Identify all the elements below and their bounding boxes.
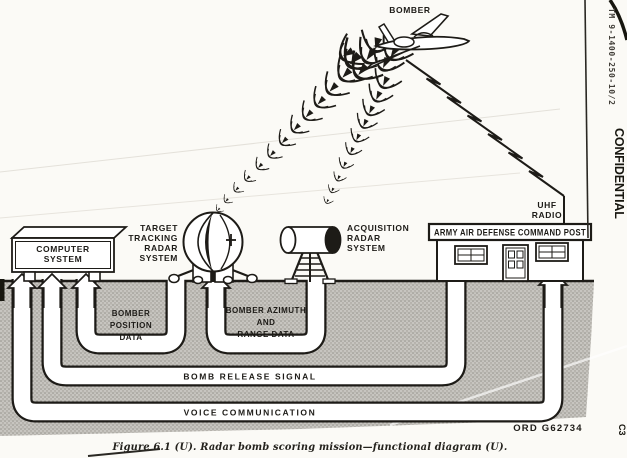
bomber-position-label: BOMBER (112, 309, 151, 318)
bomber-azimuth-label: BOMBER AZIMUTH (226, 306, 306, 315)
target-tracking-radar: TARGET TRACKING RADAR SYSTEM (128, 211, 258, 285)
command-post-sign (427, 222, 593, 242)
edge-scratch-artifact (87, 448, 161, 457)
arrow-voice-to-computer (5, 272, 39, 308)
bomber-aircraft: BOMBER (364, 5, 471, 71)
bomber-position-channel (75, 272, 187, 355)
bomb-release-label: BOMB RELEASE SIGNAL (183, 372, 316, 382)
ord-number: ORD G62734 (513, 423, 583, 434)
acquisition-radar-label: ACQUISITION (347, 223, 409, 233)
acquisition-radar-label: SYSTEM (347, 243, 386, 253)
tracking-radar-label: TARGET (140, 223, 178, 233)
page-corner-mark (608, 0, 627, 41)
radar-wave-beams (213, 28, 415, 215)
signal-channels (11, 270, 564, 423)
computer-foot (88, 271, 101, 282)
arrow-release-to-computer (35, 272, 69, 308)
signal-labels: BOMBER POSITION DATA BOMBER AZIMUTH AND … (110, 306, 317, 418)
bomb-release-channel (41, 272, 467, 387)
command-post: ARMY AIR DEFENSE COMMAND POST UHF RADIO (427, 196, 593, 282)
change-mark: C3 (617, 424, 627, 436)
door-icon (502, 244, 529, 282)
computer-foot (23, 271, 36, 282)
tracking-radar-label: RADAR (144, 243, 178, 253)
bomber-azimuth-label: RANGE DATA (237, 330, 294, 339)
window-icon (454, 245, 488, 265)
voice-communication-label: VOICE COMMUNICATION (184, 408, 317, 418)
voice-communication-channel (11, 270, 564, 423)
computer-system: COMPUTER SYSTEM (9, 226, 129, 282)
doc-number: TM 9-1400-250-10/2 (607, 8, 616, 106)
uhf-radio-label: RADIO (532, 210, 562, 220)
uhf-radio-label: UHF (537, 200, 556, 210)
arrow-position-to-computer (69, 272, 103, 308)
tracking-radar-label: TRACKING (128, 233, 178, 243)
computer-label: SYSTEM (44, 254, 83, 264)
command-post-sign-label: ARMY AIR DEFENSE COMMAND POST (434, 228, 586, 238)
acquisition-radar: ACQUISITION RADAR SYSTEM (279, 223, 409, 285)
classification-marking: CONFIDENTIAL (612, 128, 626, 219)
bomber-azimuth-channel (205, 272, 327, 355)
tracking-radar-label: SYSTEM (139, 253, 178, 263)
edge-blot-artifact (0, 279, 5, 301)
bomber-position-label: DATA (119, 333, 142, 342)
window-icon (535, 242, 569, 262)
bomber-label: BOMBER (389, 5, 430, 15)
figure-caption: Figure 6.1 (U). Radar bomb scoring missi… (112, 442, 508, 453)
uhf-zigzag-link (405, 59, 565, 197)
bomber-position-label: POSITION (110, 321, 152, 330)
scan-artifact-lines (0, 108, 561, 219)
beam-to-tracking-radar (213, 54, 366, 215)
radar-dome (182, 211, 244, 273)
bomber-azimuth-label: AND (257, 318, 276, 327)
computer-label: COMPUTER (36, 244, 89, 254)
acquisition-radar-label: RADAR (347, 233, 381, 243)
page-edge-line (584, 0, 589, 239)
